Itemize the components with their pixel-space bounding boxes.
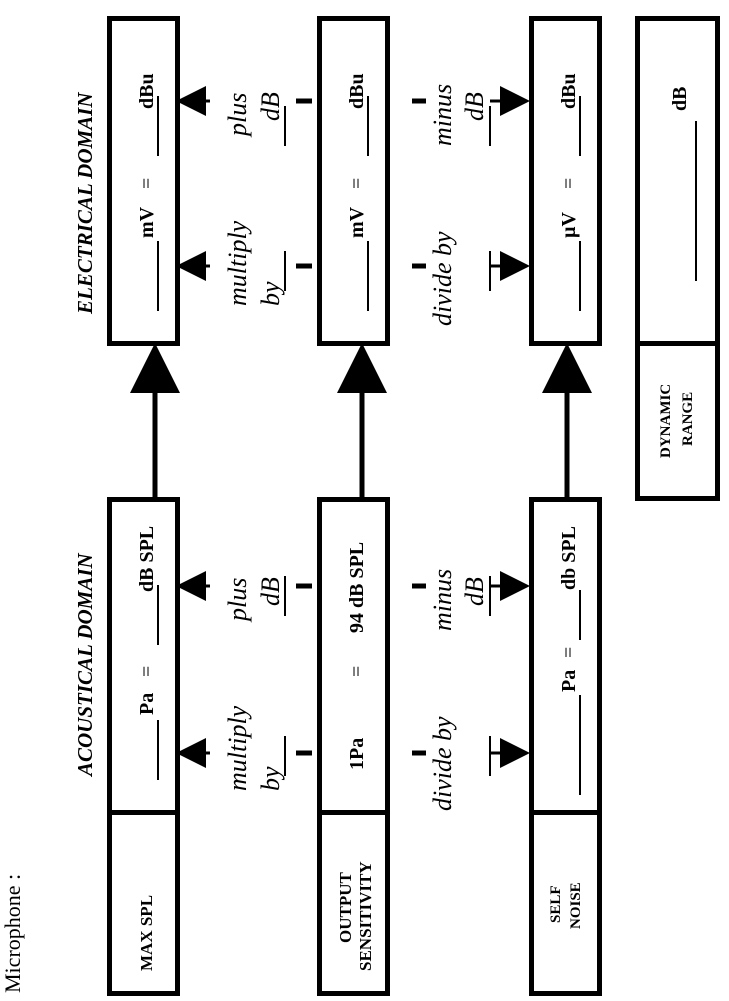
acoustic-lower-right-op-1: minus: [428, 568, 457, 631]
acoustic-lower-right-op-2: dB: [460, 577, 489, 606]
acoustic-upper-left-op-1: multiply: [223, 705, 252, 791]
acoustic-upper-left-op-2: by: [256, 766, 285, 791]
electrical-lower-left-op: divide by: [428, 231, 457, 326]
acoustic-upper-right-op-2: dB: [256, 577, 285, 606]
electrical-lower-right-op-1: minus: [428, 83, 457, 146]
electrical-upper-right-op-2: dB: [256, 92, 285, 121]
acoustic-lower-left-op: divide by: [428, 716, 457, 811]
acoustic-upper-right-op-1: plus: [223, 577, 252, 621]
electrical-upper-right-op-1: plus: [223, 92, 252, 136]
electrical-upper-left-op-2: by: [256, 281, 285, 306]
electrical-lower-right-op-2: dB: [460, 92, 489, 121]
electrical-upper-left-op-1: multiply: [223, 220, 252, 306]
